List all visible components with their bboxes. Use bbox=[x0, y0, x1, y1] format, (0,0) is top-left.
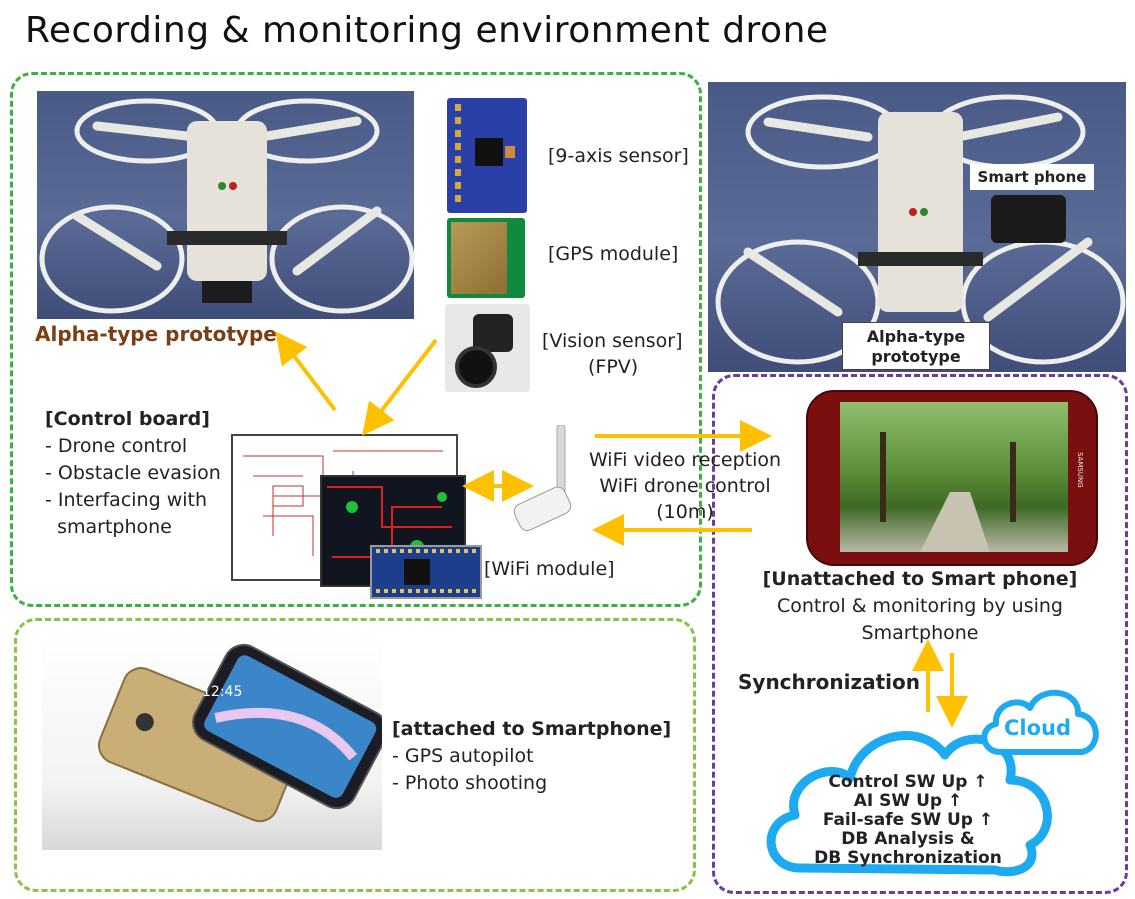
drone-with-phone-illustration bbox=[715, 94, 1126, 365]
smartphone-attached-image: 12:45 bbox=[42, 632, 389, 850]
drone-illustration bbox=[39, 98, 414, 314]
wifi-description: WiFi video reception WiFi drone control … bbox=[578, 447, 792, 525]
wifi-module-image bbox=[505, 424, 580, 545]
gps-module-label: [GPS module] bbox=[548, 243, 679, 265]
control-board-heading: [Control board] bbox=[45, 408, 210, 430]
unattached-smartphone-panel bbox=[712, 374, 1128, 894]
smart-phone-tag: Smart phone bbox=[970, 164, 1094, 190]
nine-axis-sensor-label: [9-axis sensor] bbox=[548, 145, 689, 167]
arrow-to-prototype bbox=[275, 331, 337, 412]
control-board-item: - Drone control bbox=[45, 435, 188, 457]
drone-hardware-panel bbox=[10, 72, 702, 607]
right-prototype-label-line1: Alpha-type bbox=[866, 327, 966, 346]
attached-item: - GPS autopilot bbox=[392, 745, 534, 767]
arrow-from-vision-sensor bbox=[362, 338, 438, 436]
nine-axis-sensor-image bbox=[447, 98, 527, 213]
synchronization-label: Synchronization bbox=[738, 670, 921, 694]
control-board-item: - Interfacing with bbox=[45, 489, 208, 511]
attached-text: [attached to Smartphone] - GPS autopilot… bbox=[392, 716, 671, 797]
page-title: Recording & monitoring environment drone bbox=[25, 10, 829, 51]
pcb-traces bbox=[327, 486, 452, 558]
control-board-text: [Control board] - Drone control - Obstac… bbox=[45, 406, 221, 541]
unattached-line1: Control & monitoring by using bbox=[776, 595, 1063, 617]
attached-item: - Photo shooting bbox=[392, 772, 548, 794]
phone-screen bbox=[840, 402, 1068, 552]
vision-sensor-fpv-label: (FPV) bbox=[588, 356, 639, 378]
cloud-line: Control SW Up ↑ bbox=[828, 772, 988, 792]
cloud-line: Fail-safe SW Up ↑ bbox=[822, 810, 994, 830]
cloud-line: DB Synchronization bbox=[814, 848, 1002, 868]
unattached-line2: Smartphone bbox=[861, 622, 979, 644]
left-prototype-label: Alpha-type prototype bbox=[35, 322, 277, 346]
cloud-line: DB Analysis & bbox=[841, 829, 975, 849]
cloud-line: AI SW Up ↑ bbox=[853, 791, 963, 811]
control-board-item: smartphone bbox=[45, 516, 172, 538]
wifi-line3: (10m) bbox=[656, 501, 714, 523]
large-cloud-icon bbox=[766, 731, 1052, 877]
galaxy-phones bbox=[98, 643, 389, 823]
gps-module-image bbox=[447, 218, 525, 298]
smartphone-unattached-image: SAMSUNG bbox=[806, 390, 1098, 566]
cloud-small-label: Cloud bbox=[1004, 716, 1072, 740]
attached-smartphone-panel bbox=[14, 618, 696, 892]
wifi-dongle bbox=[513, 424, 572, 531]
wifi-line1: WiFi video reception bbox=[588, 449, 782, 471]
vision-sensor-label: [Vision sensor] bbox=[542, 330, 683, 352]
park-scene bbox=[880, 432, 1016, 552]
phone-brand: SAMSUNG bbox=[1076, 452, 1084, 488]
unattached-text: [Unattached to Smart phone] Control & mo… bbox=[712, 566, 1128, 647]
unattached-heading: [Unattached to Smart phone] bbox=[762, 568, 1078, 590]
attached-heading: [attached to Smartphone] bbox=[392, 718, 672, 740]
right-prototype-label: Alpha-type prototype bbox=[842, 322, 990, 370]
cloud-text: Control SW Up ↑ AI SW Up ↑ Fail-safe SW … bbox=[808, 773, 1008, 868]
phone-clock: 12:45 bbox=[202, 684, 243, 700]
control-board-item: - Obstacle evasion bbox=[45, 462, 221, 484]
small-cloud-icon bbox=[981, 689, 1099, 755]
wifi-module-label: [WiFi module] bbox=[484, 558, 615, 580]
wifi-line2: WiFi drone control bbox=[599, 475, 771, 497]
right-prototype-label-line2: prototype bbox=[871, 347, 961, 366]
mcu-board-image bbox=[370, 545, 482, 599]
drone-photo-left bbox=[37, 91, 414, 319]
vision-sensor-image bbox=[445, 304, 530, 392]
